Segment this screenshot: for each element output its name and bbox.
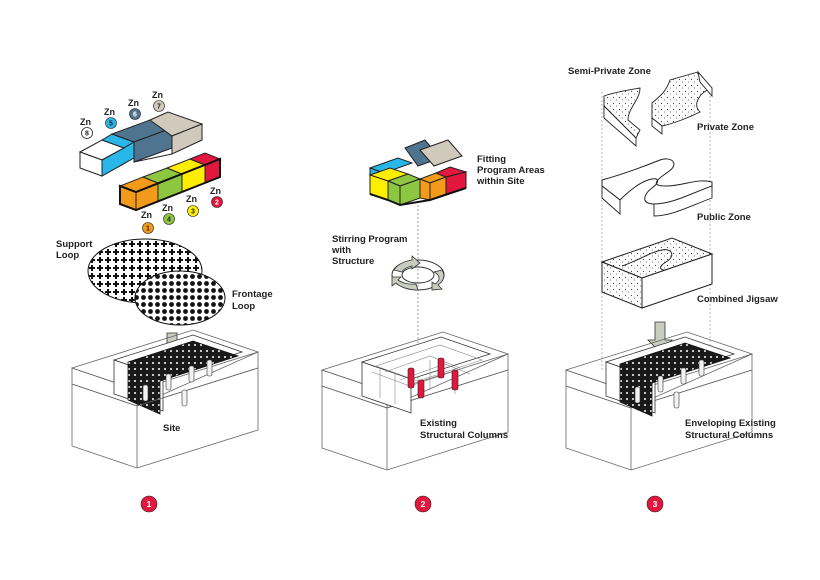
zone-8-badge <box>81 127 93 139</box>
combined-jigsaw-label: Combined Jigsaw <box>697 294 778 305</box>
upper-program-blocks <box>78 111 204 177</box>
zone-2-badge <box>211 196 223 208</box>
site-label: Site <box>163 423 180 434</box>
step-2-number: 2 <box>421 499 426 509</box>
zone-6-label: Zn <box>128 98 139 108</box>
fitting-label-2: Program Areas <box>477 165 545 176</box>
support-loop-label-1: Support <box>56 239 93 250</box>
zone-labels-top: Zn 8 Zn 5 Zn 6 Zn 7 <box>80 90 165 139</box>
public-piece <box>601 158 713 217</box>
zone-3-badge <box>187 205 199 217</box>
frontage-loop-ellipse <box>134 270 226 326</box>
existing-columns <box>407 357 459 399</box>
semi-private-label: Semi-Private Zone <box>568 66 651 77</box>
frontage-loop-label-1: Frontage <box>232 289 273 300</box>
panel-1: Zn 8 Zn 5 Zn 6 Zn 7 <box>56 90 273 513</box>
site-box-1 <box>70 329 260 469</box>
support-loop-label-2: Loop <box>56 250 79 261</box>
step-1-number: 1 <box>147 499 152 509</box>
panel-3: Semi-Private Zone Private Zone Public Zo… <box>564 66 778 513</box>
zone-7-badge <box>153 100 165 112</box>
combined-jigsaw-block <box>600 237 714 309</box>
zone-6-badge <box>129 108 141 120</box>
zone-1-number: 1 <box>146 226 150 233</box>
zone-2-number: 2 <box>215 200 219 207</box>
zone-5-badge <box>105 117 117 129</box>
public-zone-label: Public Zone <box>697 212 751 223</box>
existing-label-1: Existing <box>420 418 457 429</box>
fitting-label-3: within Site <box>476 176 525 187</box>
zone-4-label: Zn <box>162 203 173 213</box>
zone-1-label: Zn <box>141 210 152 220</box>
zone-labels-bottom: Zn 1 Zn 4 Zn 3 Zn 2 <box>141 186 223 234</box>
panel-2: Fitting Program Areas within Site Stirri… <box>320 139 545 513</box>
stirring-label-3: Structure <box>332 256 374 267</box>
fitting-label-1: Fitting <box>477 154 506 165</box>
site-columns <box>142 359 213 407</box>
zone-4-number: 4 <box>167 217 171 224</box>
site-ground-pattern <box>127 340 240 415</box>
zone-2-label: Zn <box>210 186 221 196</box>
enveloping-label-1: Enveloping Existing <box>685 418 776 429</box>
enveloping-label-2: Structural Columns <box>685 430 773 441</box>
stirring-label-1: Stirring Program <box>332 234 408 245</box>
step-3-badge <box>646 495 664 513</box>
zone-8-label: Zn <box>80 117 91 127</box>
existing-label-2: Structural Columns <box>420 430 508 441</box>
fitted-program-blocks <box>368 139 468 207</box>
private-zone-label: Private Zone <box>697 122 754 133</box>
site-box-3 <box>564 331 754 471</box>
zone-5-number: 5 <box>109 121 113 128</box>
zone-7-label: Zn <box>152 90 163 100</box>
step-2-badge <box>414 495 432 513</box>
zone-6-number: 6 <box>133 112 137 119</box>
frontage-loop-label-2: Loop <box>232 301 255 312</box>
lower-program-blocks <box>118 152 222 212</box>
zone-4-badge <box>163 213 175 225</box>
zone-3-label: Zn <box>186 194 197 204</box>
private-piece <box>651 70 713 135</box>
stacking-guides-3 <box>601 92 711 372</box>
site-box-2 <box>320 331 510 471</box>
step-1-badge <box>140 495 158 513</box>
zone-7-number: 7 <box>157 104 161 111</box>
zone-5-label: Zn <box>104 107 115 117</box>
zone-1-badge <box>142 222 154 234</box>
semi-private-piece <box>603 87 641 147</box>
stirring-label-2: with <box>331 245 351 256</box>
step-3-number: 3 <box>653 499 658 509</box>
zone-3-number: 3 <box>191 209 195 216</box>
zone-8-number: 8 <box>85 131 89 138</box>
